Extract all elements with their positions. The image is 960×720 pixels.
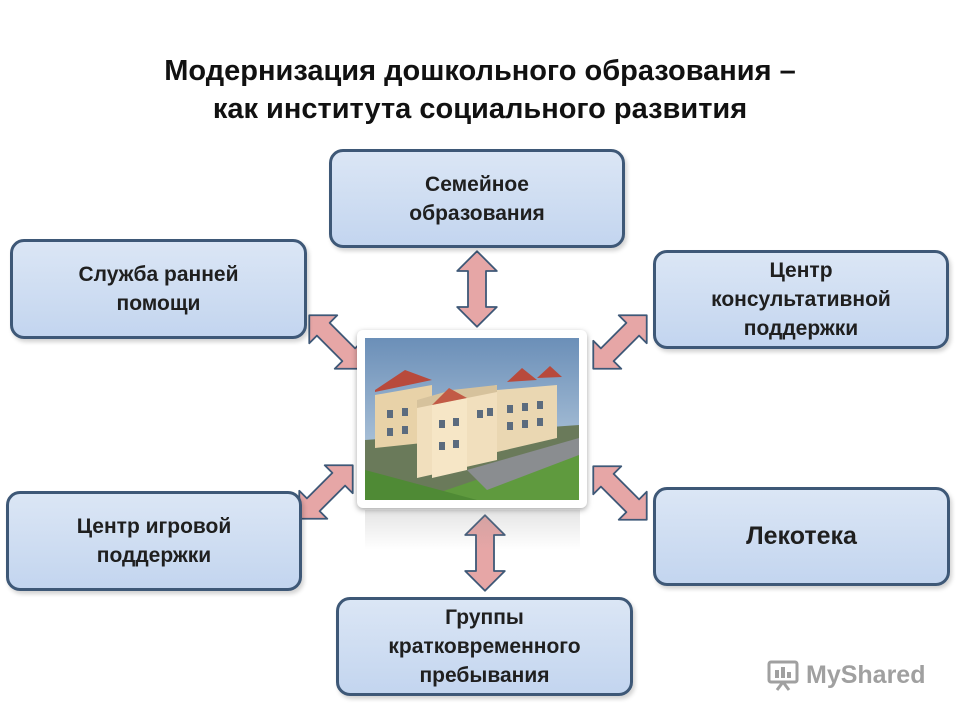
box-short-line-3: пребывания [419, 664, 550, 687]
box-play-line-2: поддержки [96, 544, 212, 567]
box-consult-line-1: Центр [769, 259, 833, 282]
box-early-line-2: помощи [116, 292, 201, 315]
arrow-top [456, 250, 498, 328]
kindergarten-building-photo [365, 338, 579, 500]
box-early-help-service: Служба ранней помощи [10, 239, 307, 339]
watermark-text: MyShared [806, 660, 926, 689]
box-play-line-1: Центр игровой [76, 515, 232, 538]
box-short-stay-groups: Группы кратковременного пребывания [336, 597, 633, 696]
box-family-education: Семейное образования [329, 149, 625, 248]
arrow-bottom-right [578, 451, 662, 535]
watermark: MyShared [766, 655, 925, 695]
box-consult-line-3: поддержки [743, 317, 859, 340]
box-consult-center: Центр консультативной поддержки [653, 250, 949, 349]
presentation-screen-icon [767, 660, 799, 691]
title-line-2: как института социального развития [212, 93, 748, 125]
box-short-line-1: Группы [445, 606, 524, 629]
title-line-1: Модернизация дошкольного образования – [164, 55, 796, 87]
photo-reflection [365, 510, 580, 550]
box-consult-line-2: консультативной [711, 288, 891, 311]
box-early-line-1: Служба ранней [78, 263, 239, 286]
box-family-line-1: Семейное [425, 172, 529, 196]
box-play-support-center: Центр игровой поддержки [6, 491, 302, 591]
box-short-line-2: кратковременного [388, 635, 581, 658]
box-lekoteka-line-1: Лекотека [746, 522, 857, 550]
box-family-line-2: образования [409, 201, 545, 225]
box-lekoteka: Лекотека [653, 487, 950, 586]
center-photo-frame [357, 330, 587, 508]
page-title: Модернизация дошкольного образования – к… [0, 52, 960, 128]
arrow-top-right [578, 300, 662, 384]
